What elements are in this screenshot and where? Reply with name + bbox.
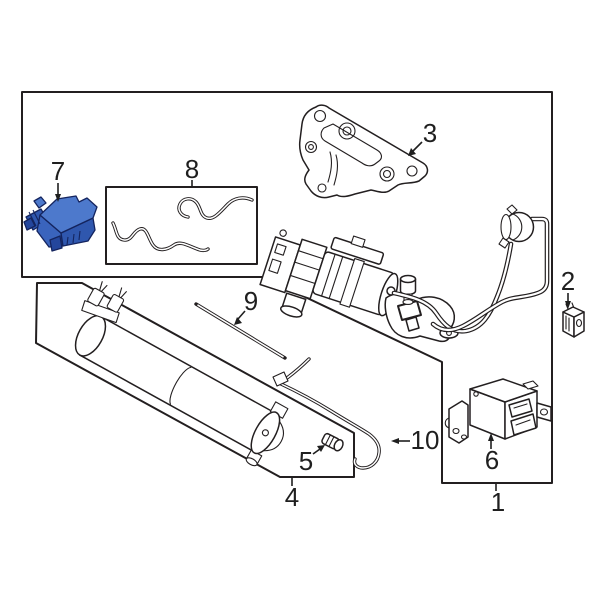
module-top-face: [469, 378, 538, 403]
part-3-bracket: [298, 104, 429, 199]
callout-6: 6: [485, 433, 499, 475]
clip-hole: [575, 318, 583, 328]
air-hose-assembly: [386, 204, 550, 334]
tube-end-tab: [272, 371, 289, 387]
main-group-box: [21, 91, 553, 484]
compressor-port-opening: [279, 305, 303, 318]
bracket-hole-foot: [317, 183, 327, 193]
callout-6-label: 6: [485, 445, 499, 475]
part-4-air-tank: [74, 281, 289, 467]
part-4-group-box: [35, 282, 355, 478]
module-connector-upper: [508, 398, 533, 418]
callout-10-label: 10: [411, 425, 440, 455]
callout-9: 9: [234, 286, 258, 325]
module-right-tab: [536, 402, 552, 422]
bracket-slot: [320, 123, 382, 167]
callout-2: 2: [561, 266, 575, 309]
callout-7-arrow: [55, 194, 61, 202]
callout-2-label: 2: [561, 266, 575, 296]
part-8-tubing: [111, 196, 254, 253]
part-8-group-box: [105, 186, 258, 265]
bracket-bushing-lower: [379, 166, 395, 182]
part-6-module: [444, 378, 552, 444]
bracket-hole-right: [406, 165, 418, 177]
callout-8: 8: [185, 154, 199, 187]
part-7-valve-highlighted: [23, 195, 98, 252]
callout-4-label: 4: [285, 482, 299, 512]
callout-1: 1: [491, 484, 505, 517]
bracket-hole-left: [304, 140, 318, 154]
module-connector-lower: [510, 413, 537, 436]
callouts: 1 2 3 4 5 6 7: [51, 118, 575, 517]
valve-nub: [33, 196, 47, 209]
compressor-assembly: [259, 229, 459, 343]
callout-7: 7: [51, 156, 65, 202]
tank-seam: [169, 366, 192, 405]
callout-2-arrow: [565, 301, 571, 309]
hose-muffler: [498, 204, 535, 249]
part-5-plug: [321, 432, 344, 452]
part-10-tube: [272, 357, 381, 470]
valve-foot: [49, 235, 63, 252]
valve-port-tip: [23, 217, 36, 231]
callout-5-label: 5: [299, 446, 313, 476]
callout-9-label: 9: [244, 286, 258, 316]
callout-4: 4: [285, 477, 299, 512]
tank-mount-bracket: [81, 281, 127, 324]
tank-end-flange: [250, 411, 281, 455]
bracket-hole-top: [313, 109, 327, 123]
callout-10-arrow: [391, 438, 399, 444]
callout-6-arrow: [488, 433, 494, 441]
module-bracket-wing: [448, 400, 469, 444]
valve-top-face: [39, 195, 98, 234]
callout-7-label: 7: [51, 156, 65, 186]
callout-10: 10: [391, 425, 439, 455]
callout-9-arrow: [234, 317, 242, 325]
callout-3-arrow: [408, 148, 416, 156]
callout-1-label: 1: [491, 487, 505, 517]
callout-8-label: 8: [185, 154, 199, 184]
callout-3-label: 3: [423, 118, 437, 148]
bracket-bushing-upper: [338, 122, 356, 140]
callout-5-arrow: [317, 445, 325, 452]
callout-3: 3: [408, 118, 437, 156]
part-2-clip: [562, 302, 585, 338]
part-9-tube: [194, 302, 287, 360]
callout-5: 5: [299, 445, 325, 476]
clip-top-face: [562, 306, 585, 318]
